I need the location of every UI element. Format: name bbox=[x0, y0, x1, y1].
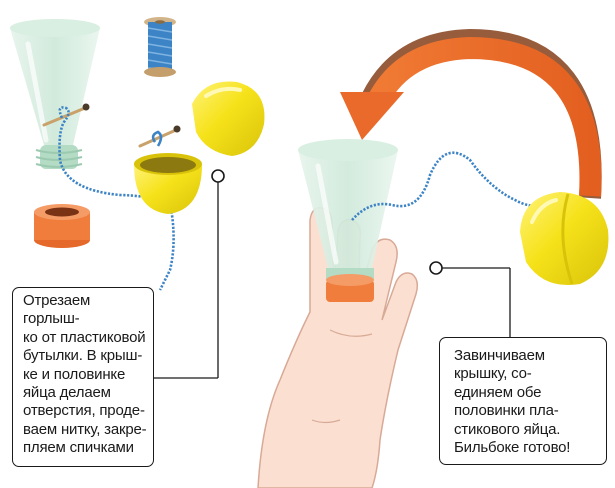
match-icon bbox=[42, 103, 90, 127]
callout-right-connector bbox=[429, 261, 511, 337]
bottle-neck-icon bbox=[10, 19, 100, 169]
bottle-ring-icon bbox=[34, 204, 90, 248]
step2-caption: Завинчиваем крышку, со- единяем обе поло… bbox=[439, 337, 607, 465]
thread-spool-icon bbox=[144, 17, 176, 77]
egg-cup bbox=[134, 125, 202, 214]
bottle-in-hand bbox=[298, 139, 398, 302]
plastic-egg-icon bbox=[192, 81, 265, 156]
curved-arrow-icon bbox=[340, 28, 602, 199]
closed-egg-icon bbox=[520, 192, 609, 286]
step1-caption: Отрезаем горлыш- ко от пластиковой бутыл… bbox=[12, 287, 154, 467]
callout-left-connector bbox=[154, 169, 225, 379]
